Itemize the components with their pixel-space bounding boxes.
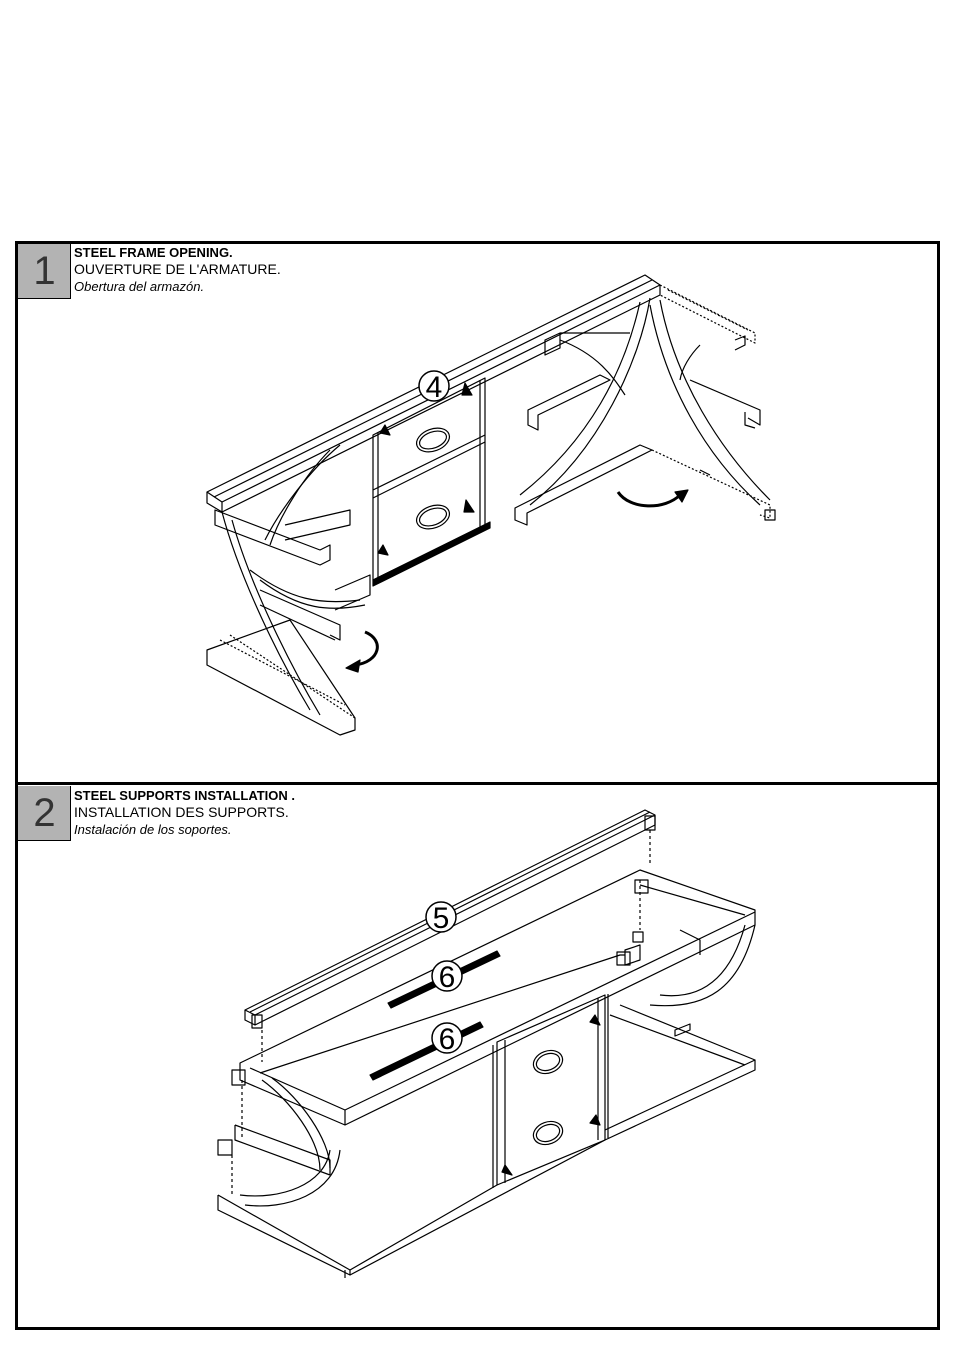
step-1-title-fr: OUVERTURE DE L'ARMATURE. — [74, 261, 281, 277]
step-2-number-box: 2 — [18, 786, 71, 841]
svg-text:6: 6 — [439, 1023, 456, 1056]
svg-text:5: 5 — [433, 902, 450, 935]
step-divider — [15, 782, 940, 785]
svg-text:4: 4 — [426, 371, 443, 404]
step-1-titles: STEEL FRAME OPENING. OUVERTURE DE L'ARMA… — [74, 244, 281, 295]
step-2-title-es: Instalación de los soportes. — [74, 822, 232, 837]
instruction-frame — [15, 241, 940, 1330]
step-1-number: 1 — [33, 249, 56, 293]
step-2-number: 2 — [33, 791, 56, 835]
step-2-titles: STEEL SUPPORTS INSTALLATION . INSTALLATI… — [74, 787, 295, 838]
step-1-title-en: STEEL FRAME OPENING. — [74, 245, 233, 260]
step-1-number-box: 1 — [18, 244, 71, 299]
step-1-steel-frame-drawing — [206, 274, 776, 736]
callout-part-4: 4 — [418, 370, 450, 404]
callout-part-6-upper: 6 — [431, 960, 463, 994]
step-2-title-en: STEEL SUPPORTS INSTALLATION . — [74, 788, 296, 803]
step-2-title-fr: INSTALLATION DES SUPPORTS. — [74, 804, 289, 820]
callout-part-6-lower: 6 — [431, 1022, 463, 1056]
svg-text:6: 6 — [439, 961, 456, 994]
callout-part-5: 5 — [425, 901, 457, 935]
step-1-title-es: Obertura del armazón. — [74, 279, 205, 294]
step-2-steel-supports-drawing — [217, 809, 756, 1278]
